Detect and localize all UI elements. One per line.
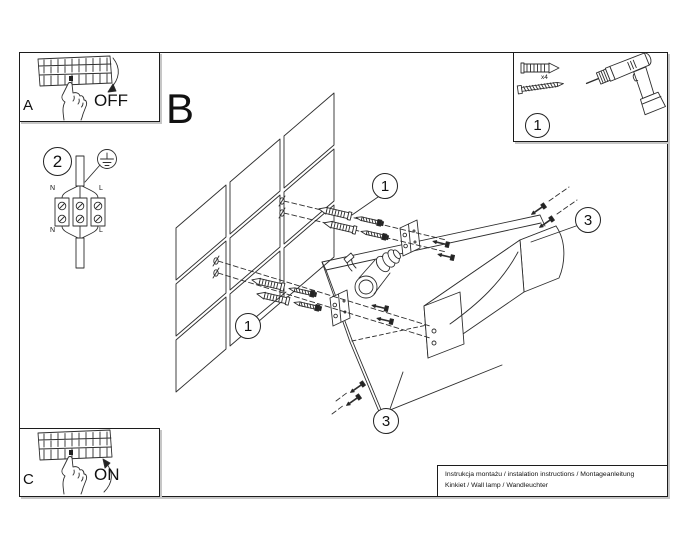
terminal-l-top-label: L (99, 185, 103, 192)
switch-off-label: OFF (94, 91, 128, 110)
dashed-guide-lines (217, 186, 578, 415)
step-b-label: B (166, 85, 195, 132)
screw-hole-icon (431, 328, 437, 346)
switch-on-label: ON (94, 465, 120, 484)
fixing-screw-icon (436, 250, 456, 262)
title-block: Instrukcja montażu / instalation instruc… (437, 465, 668, 497)
drill-hole-icon (212, 195, 286, 279)
screw-icon (516, 81, 564, 95)
callout-3-screws-upper: 3 (575, 207, 601, 233)
fixing-screw-icon (348, 380, 367, 396)
terminal-block-icon (54, 197, 106, 227)
title-line-1: Instrukcja montażu / instalation instruc… (445, 471, 635, 478)
drill-icon (585, 52, 666, 116)
step-c-label: C (23, 471, 34, 488)
wall-anchor-icon (520, 62, 560, 74)
lamp-body-icon (423, 225, 565, 359)
curved-arrow-down-icon (107, 57, 119, 93)
mounting-bracket-icon (329, 289, 351, 327)
curved-arrow-up-icon (102, 458, 112, 493)
title-line-2: Kinkiet / Wall lamp / Wandleuchter (445, 482, 548, 489)
callout-leader-lines (255, 196, 577, 410)
lamp-back-panel-icon (321, 214, 546, 415)
mounting-bracket-icon (399, 219, 421, 257)
wiring-diagram (54, 149, 117, 269)
terminal-n-top-label: N (50, 185, 56, 192)
anchor-quantity-label: x4 (541, 74, 548, 81)
terminal-l-bottom-label: L (99, 227, 103, 234)
terminal-n-bottom-label: N (50, 227, 56, 234)
callout-1-anchors-lower: 1 (235, 313, 261, 339)
callout-3-screws-lower: 3 (373, 408, 399, 434)
tiled-wall-icon (175, 92, 335, 393)
lamp-socket-icon (343, 249, 401, 299)
fixing-screw-icon (529, 202, 548, 218)
earth-ground-icon (97, 149, 117, 169)
callout-2-wiring: 2 (43, 147, 72, 176)
callout-1-tools: 1 (525, 113, 550, 138)
callout-1-anchors-upper: 1 (372, 173, 398, 199)
fixing-screw-icon (344, 393, 363, 409)
cable-icon (75, 155, 85, 269)
fixing-screw-icon (375, 314, 395, 326)
step-a-label: A (23, 97, 34, 114)
